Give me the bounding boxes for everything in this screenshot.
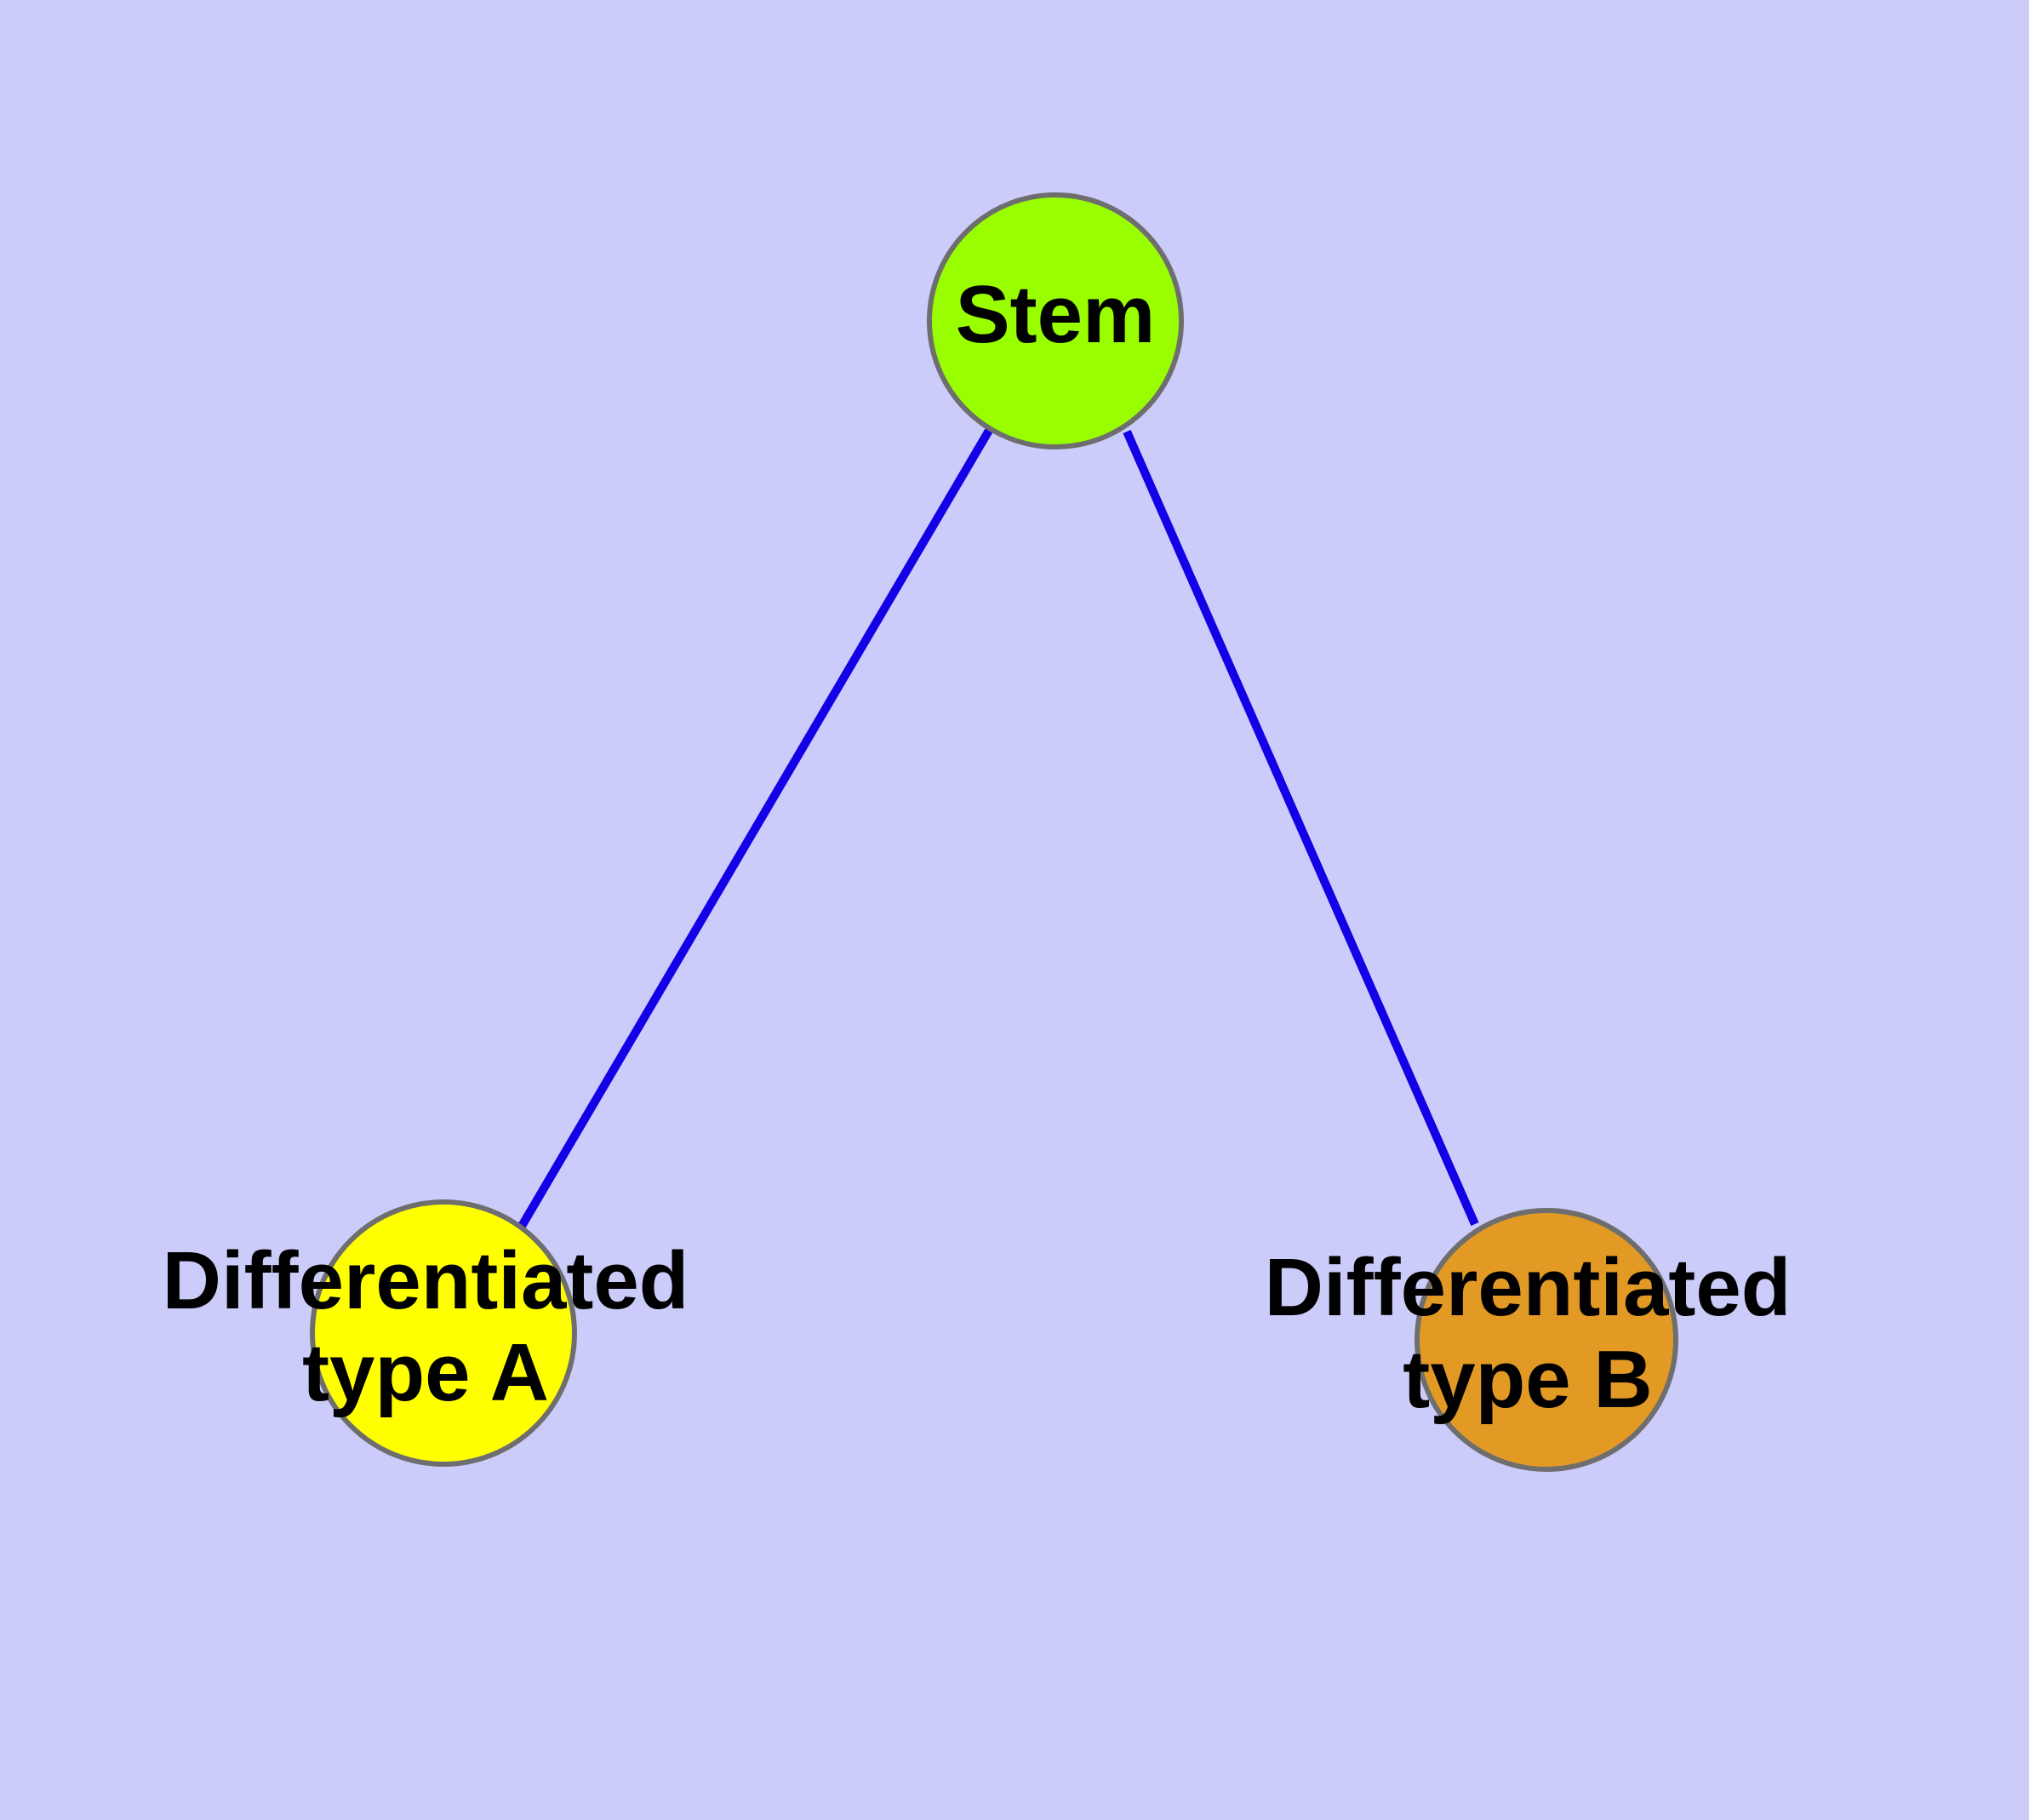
node-differentiated-type-b-circle[interactable] bbox=[1415, 1208, 1678, 1472]
node-layer bbox=[310, 192, 1678, 1472]
node-stem-label: Stem bbox=[956, 269, 1156, 360]
node-differentiated-type-a[interactable] bbox=[310, 1199, 577, 1467]
edge-stem-to-differentiated-type-b bbox=[1123, 429, 1479, 1227]
edge-stem-to-differentiated-type-a bbox=[517, 426, 994, 1230]
node-differentiated-type-b[interactable] bbox=[1415, 1208, 1678, 1472]
node-stem-circle[interactable] bbox=[927, 192, 1184, 449]
node-differentiated-type-a-circle[interactable] bbox=[310, 1199, 577, 1467]
node-stem[interactable] bbox=[927, 192, 1184, 449]
edge-layer bbox=[517, 426, 1479, 1230]
